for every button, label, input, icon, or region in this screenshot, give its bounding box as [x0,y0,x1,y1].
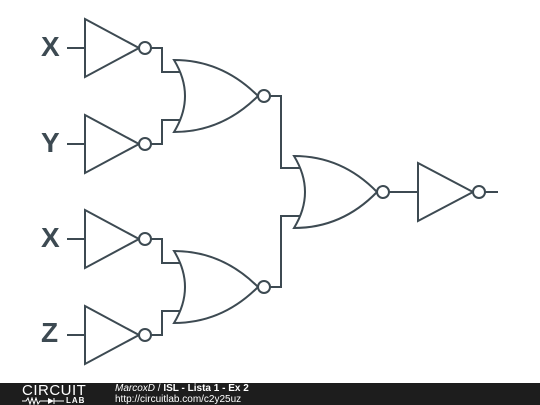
inversion-bubble [257,89,271,103]
circuit-title: ISL - Lista 1 - Ex 2 [163,383,249,394]
circuit-meta: MarcoxD / ISL - Lista 1 - Ex 2 http://ci… [115,384,249,405]
resistor-diode-icon [22,397,64,405]
wire-not1-to-nor1 [150,47,183,73]
inversion-bubble [138,41,152,55]
not-gate-1 [84,17,152,79]
wire-not4-to-nor2 [150,310,183,336]
input-label-y: Y [41,127,60,158]
circuitlab-logo[interactable]: CIRCUIT LAB [22,382,94,405]
wire-nor2-to-nor3 [269,215,303,288]
inversion-bubble [257,280,271,294]
separator: / [155,383,164,394]
wire-nor1-to-nor3 [269,95,303,169]
not-gate-2 [84,113,152,175]
nor-gate-3 [292,154,390,230]
author-title-line: MarcoxD / ISL - Lista 1 - Ex 2 [115,384,249,394]
wire-not3-to-nor2 [150,238,183,264]
inversion-bubble [376,185,390,199]
not-gate-3 [84,208,152,270]
footer-bar: CIRCUIT LAB MarcoxD / ISL - Lista 1 - Ex… [0,383,540,405]
inversion-bubble [472,185,486,199]
input-label-x-2: X [41,222,60,253]
inversion-bubble [138,137,152,151]
nor-gate-2 [172,249,271,325]
nor-gate-1 [172,58,271,134]
input-label-z: Z [41,317,58,348]
logo-text-circuit: CIRCUIT [22,382,87,399]
circuit-url-link[interactable]: http://circuitlab.com/c2y25uz [115,394,242,405]
not-gate-output [417,161,486,223]
not-gate-4 [84,304,152,366]
wire-not2-to-nor1 [150,119,183,145]
inversion-bubble [138,232,152,246]
inversion-bubble [138,328,152,342]
author-name[interactable]: MarcoxD [115,383,156,394]
circuit-diagram: X Y X Z [41,17,498,366]
logo-text-lab: LAB [66,396,86,405]
input-label-x-1: X [41,31,60,62]
